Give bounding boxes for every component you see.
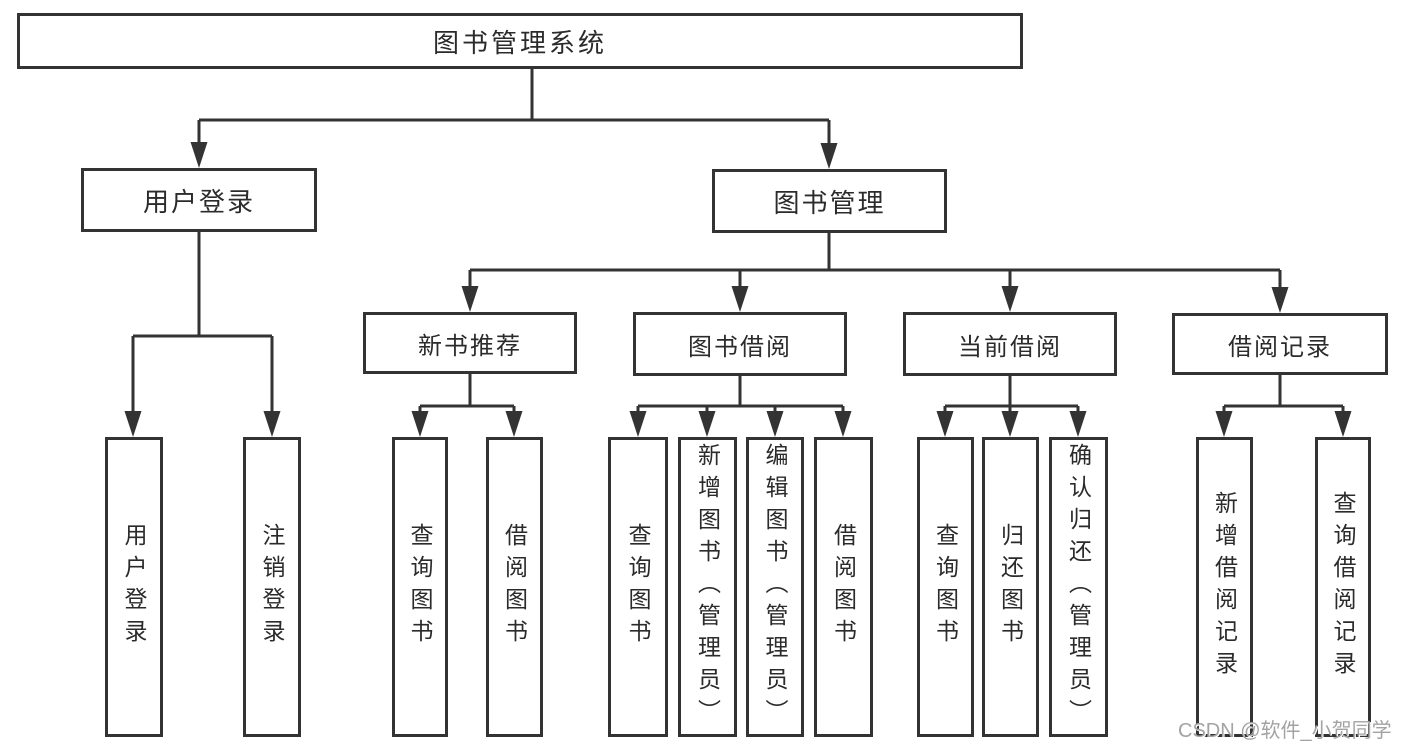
node-label: 查询图书: [407, 523, 433, 651]
arrowhead-down-icon: [190, 142, 208, 168]
leaf-add-books-admin: 新增图书（管理员）: [678, 437, 737, 737]
arrowhead-down-icon: [629, 411, 647, 437]
leaf-user-login: 用户登录: [105, 437, 163, 737]
node-label: 图书管理: [773, 187, 886, 218]
node-borrowing-records: 借阅记录: [1172, 313, 1388, 375]
leaf-return-books: 归还图书: [982, 437, 1039, 737]
node-label: 图书管理系统: [432, 27, 607, 58]
arrowhead-down-icon: [1001, 286, 1019, 312]
node-user-login: 用户登录: [81, 168, 317, 232]
node-label: 当前借阅: [958, 333, 1062, 361]
node-label: 借阅图书: [830, 523, 857, 651]
arrowhead-down-icon: [461, 286, 479, 312]
node-label: 查询图书: [625, 523, 651, 651]
leaf-query-books-1: 查询图书: [392, 437, 448, 737]
node-root-system: 图书管理系统: [17, 13, 1023, 69]
leaf-query-borrow-record: 查询借阅记录: [1315, 437, 1371, 737]
arrowhead-down-icon: [820, 143, 838, 169]
node-current-borrowing: 当前借阅: [903, 312, 1117, 376]
arrowhead-down-icon: [936, 411, 954, 437]
node-label: 注销登录: [259, 523, 285, 651]
arrowhead-down-icon: [731, 286, 749, 312]
node-book-borrowing: 图书借阅: [633, 312, 847, 376]
arrowhead-down-icon: [411, 411, 429, 437]
arrowhead-down-icon: [834, 411, 852, 437]
leaf-confirm-return-admin: 确认归还（管理员）: [1049, 437, 1108, 737]
leaf-query-books-2: 查询图书: [608, 437, 668, 737]
leaf-edit-books-admin: 编辑图书（管理员）: [746, 437, 804, 737]
node-label: 新书推荐: [418, 332, 522, 360]
node-label: 借阅图书: [501, 523, 528, 651]
node-label: 归还图书: [997, 523, 1024, 651]
node-label: 查询借阅记录: [1330, 491, 1356, 683]
node-label: 新增借阅记录: [1211, 491, 1238, 683]
leaf-logout-login: 注销登录: [243, 437, 301, 737]
arrowhead-down-icon: [263, 411, 281, 437]
leaf-query-books-3: 查询图书: [917, 437, 974, 737]
watermark: CSDN @软件_小贺同学: [1178, 720, 1392, 742]
arrowhead-down-icon: [766, 411, 784, 437]
leaf-borrow-books-2: 借阅图书: [814, 437, 873, 737]
leaf-add-borrow-record: 新增借阅记录: [1196, 437, 1253, 737]
node-label: 编辑图书（管理员）: [762, 443, 788, 731]
node-label: 确认归还（管理员）: [1065, 443, 1092, 731]
node-label: 查询图书: [932, 523, 959, 651]
arrowhead-down-icon: [698, 411, 716, 437]
node-new-book-recommend: 新书推荐: [363, 312, 577, 374]
arrowhead-down-icon: [124, 411, 142, 437]
arrowhead-down-icon: [1334, 411, 1352, 437]
node-label: 用户登录: [142, 186, 255, 217]
node-label: 借阅记录: [1228, 333, 1332, 361]
leaf-borrow-books-1: 借阅图书: [486, 437, 543, 737]
arrowhead-down-icon: [1271, 287, 1289, 313]
arrowhead-down-icon: [1215, 411, 1233, 437]
node-book-management: 图书管理: [712, 169, 947, 233]
node-label: 新增图书（管理员）: [694, 443, 721, 731]
arrowhead-down-icon: [1069, 411, 1087, 437]
node-label: 图书借阅: [688, 333, 792, 361]
arrowhead-down-icon: [505, 411, 523, 437]
arrowhead-down-icon: [1001, 411, 1019, 437]
node-label: 用户登录: [121, 523, 147, 651]
